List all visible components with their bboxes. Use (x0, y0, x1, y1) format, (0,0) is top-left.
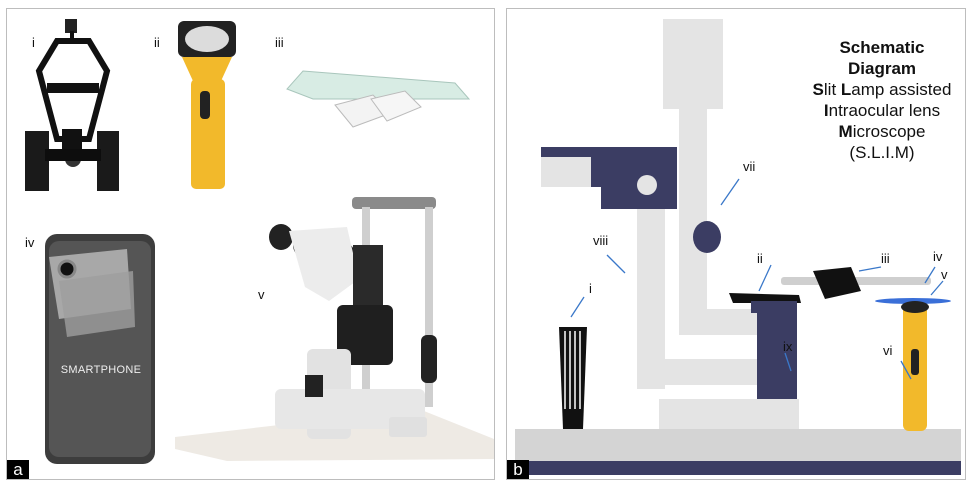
slide-clamp (813, 267, 861, 299)
subtitle-line-3-initial: M (839, 122, 853, 141)
smartphone-image (45, 234, 155, 464)
b-label-ix: ix (783, 339, 792, 354)
subtitle-line-3: Microscope (782, 121, 966, 142)
b-label-i: i (589, 281, 592, 296)
b-label-vii: vii (743, 159, 755, 174)
base-shadow (515, 461, 961, 475)
panel-a: i ii iii iv v SMARTPHONE a (6, 8, 495, 480)
subtitle-line-2: Intraocular lens (782, 100, 966, 121)
abbreviation: (S.L.I.M) (782, 142, 966, 163)
title-line-1: Schematic (782, 37, 966, 58)
subtitle-line-1b-rest: amp assisted (851, 80, 951, 99)
subtitle-line-1-initial: S (813, 80, 824, 99)
microscope-column (679, 109, 707, 319)
table-support (757, 309, 797, 405)
torch-image (178, 21, 236, 189)
b-label-iv: iv (933, 249, 942, 264)
column-knob (693, 221, 721, 253)
b-label-viii: viii (593, 233, 608, 248)
slit-lamp-image (175, 197, 494, 461)
phone-adapter-image (25, 19, 119, 191)
label-ii: ii (154, 35, 160, 50)
illumination-arm-base (637, 359, 773, 385)
diagram-title: Schematic Diagram Slit Lamp assisted Int… (782, 37, 966, 163)
panel-letter-a: a (7, 460, 29, 480)
table-block (659, 399, 799, 429)
title-line-2: Diagram (782, 58, 966, 79)
subtitle-line-1-rest: lit (824, 80, 841, 99)
glass-slides-image (287, 71, 469, 127)
label-i: i (32, 35, 35, 50)
base-platform (515, 429, 961, 465)
adapter-schematic (559, 327, 587, 429)
microscope-column-top (663, 19, 723, 109)
b-label-vi: vi (883, 343, 892, 358)
subtitle-line-1b-initial: L (841, 80, 851, 99)
b-label-iii: iii (881, 251, 890, 266)
label-iii: iii (275, 35, 284, 50)
subtitle-line-2-rest: ntraocular lens (829, 101, 941, 120)
label-v: v (258, 287, 265, 302)
b-label-ii: ii (757, 251, 763, 266)
smartphone-label: SMARTPHONE (41, 364, 161, 376)
panel-letter-b: b (507, 460, 529, 480)
label-iv: iv (25, 235, 34, 250)
subtitle-line-1: Slit Lamp assisted (782, 79, 966, 100)
panel-a-illustration (7, 9, 494, 479)
b-label-v: v (941, 267, 948, 282)
subtitle-line-3-rest: icroscope (853, 122, 926, 141)
panel-b: Schematic Diagram Slit Lamp assisted Int… (506, 8, 966, 480)
